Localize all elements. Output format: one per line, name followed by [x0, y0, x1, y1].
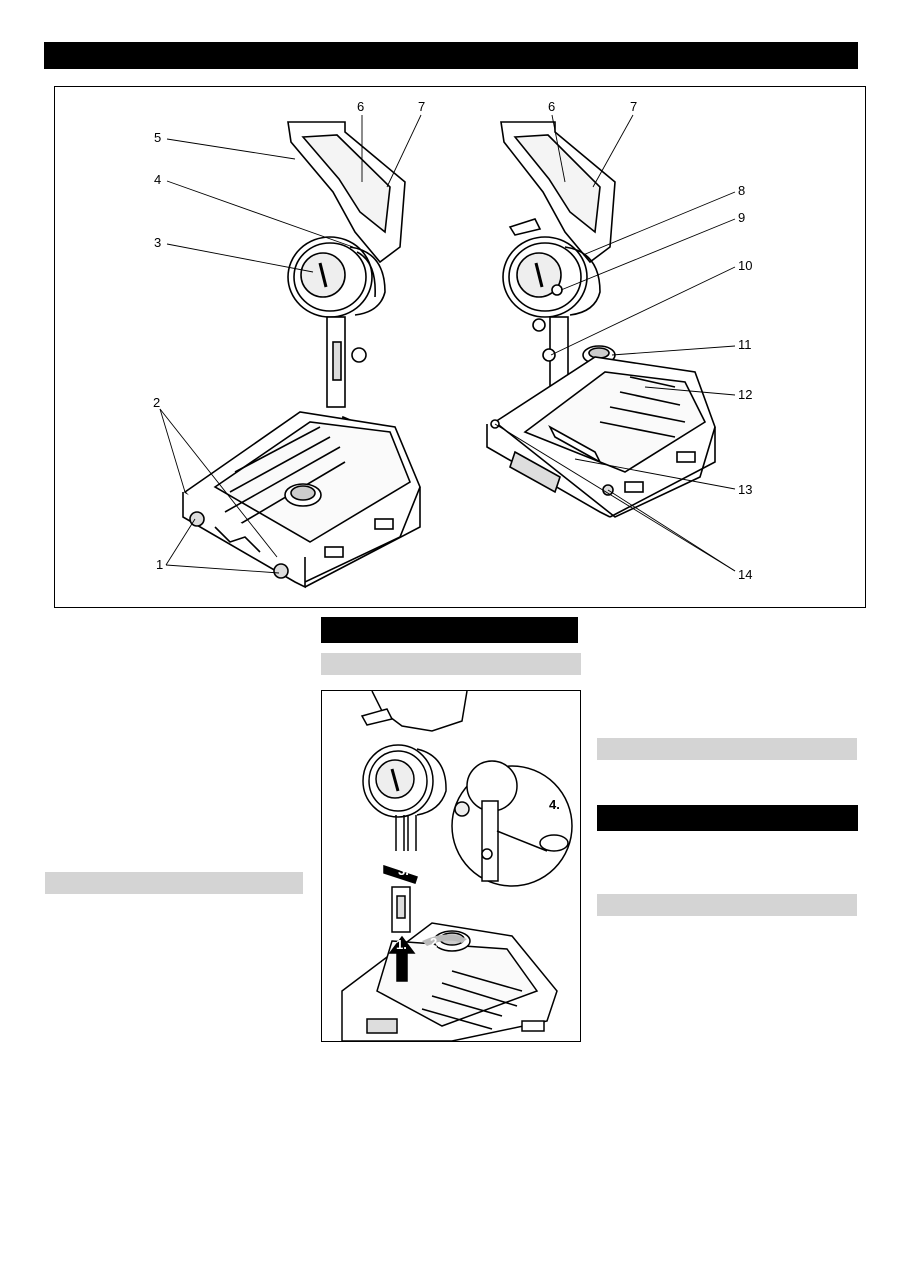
- left-leader-lines: [159, 114, 422, 574]
- callout-13: 13: [738, 482, 752, 497]
- assembly-figure-svg: 1. 2. 3. 4.: [341, 691, 573, 1041]
- callout-5: 5: [154, 130, 161, 145]
- callout-10: 10: [738, 258, 752, 273]
- step-1-label: 1.: [396, 937, 407, 952]
- right-machine-drawing: [486, 121, 716, 518]
- right-column-black-bar: [597, 805, 858, 831]
- callout-8: 8: [738, 183, 745, 198]
- callout-6-right: 6: [548, 99, 555, 114]
- callout-11: 11: [738, 337, 752, 352]
- right-column-grey-bar-2: [597, 894, 857, 916]
- callout-3: 3: [154, 235, 161, 250]
- main-figure-frame: 1 2 3 4 5 6 7 6 7 8 9 10 11 12 13 14: [54, 86, 866, 608]
- callout-2: 2: [153, 395, 160, 410]
- callout-7-right: 7: [630, 99, 637, 114]
- step-2-label: 2.: [430, 935, 441, 950]
- callout-14: 14: [738, 567, 752, 582]
- header-bar: [44, 42, 858, 69]
- right-leader-lines: [494, 114, 736, 572]
- left-column-grey-bar: [45, 872, 303, 894]
- step-3-label: 3.: [398, 863, 409, 878]
- right-column-grey-bar-1: [597, 738, 857, 760]
- step-4-label: 4.: [549, 797, 560, 812]
- callout-12: 12: [738, 387, 752, 402]
- callout-4: 4: [154, 172, 161, 187]
- left-machine-drawing: [182, 121, 421, 589]
- main-figure-svg: 1 2 3 4 5 6 7 6 7 8 9 10 11 12 13 14: [153, 99, 752, 589]
- callout-6-left: 6: [357, 99, 364, 114]
- callout-1: 1: [156, 557, 163, 572]
- callout-9: 9: [738, 210, 745, 225]
- callout-7-left: 7: [418, 99, 425, 114]
- assembly-figure-frame: 1. 2. 3. 4.: [321, 690, 581, 1042]
- middle-column-grey-bar: [321, 653, 581, 675]
- middle-column-black-bar: [321, 617, 578, 643]
